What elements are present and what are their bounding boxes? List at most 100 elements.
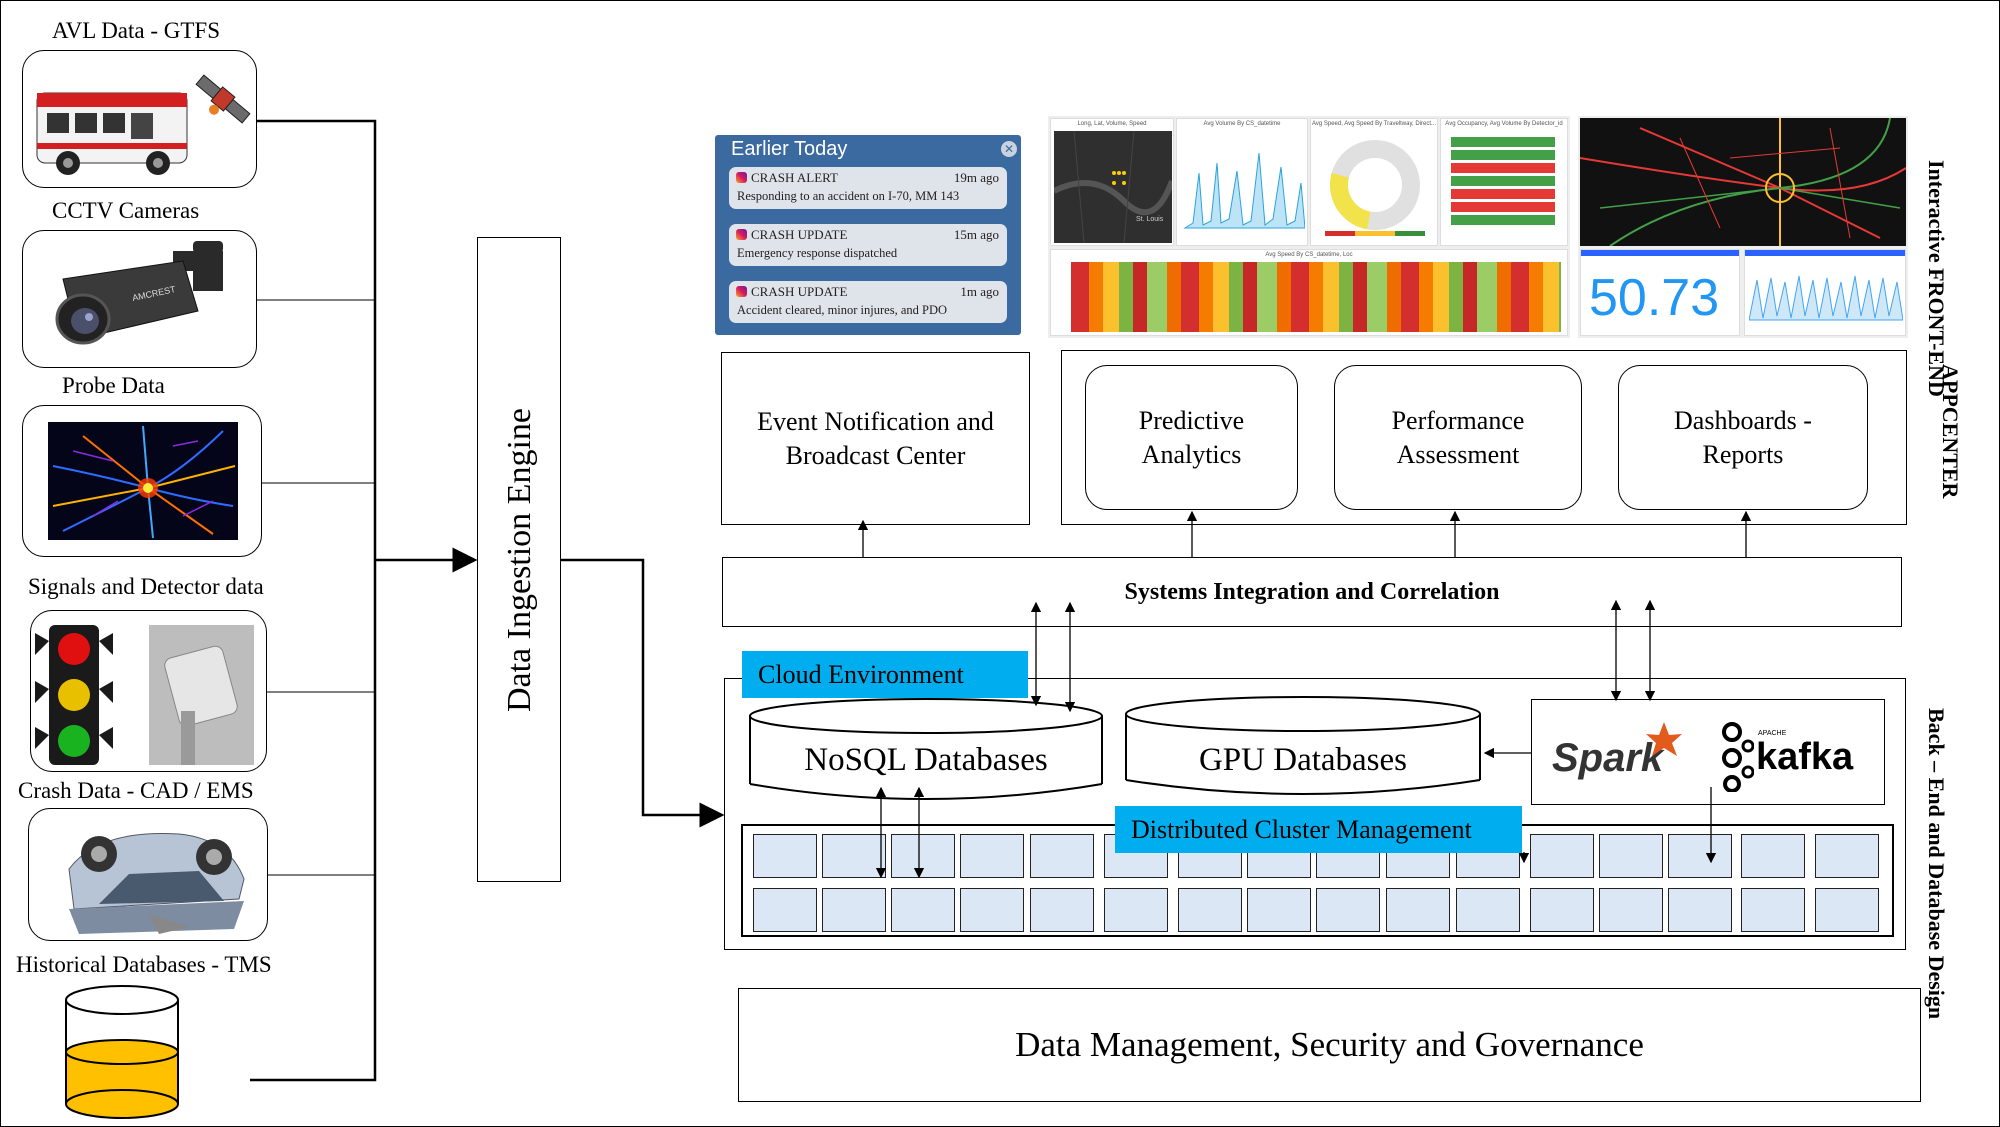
cluster-management-label: Distributed Cluster Management <box>1115 806 1522 853</box>
source-cctv-image: AMCREST <box>22 230 257 368</box>
layer-label-frontend: Interactive FRONT-END <box>1924 160 1949 397</box>
cluster-node <box>753 834 817 878</box>
timeseries-panel <box>1744 249 1906 336</box>
cluster-node <box>960 834 1024 878</box>
cluster-node <box>1815 834 1879 878</box>
cluster-node <box>1530 888 1594 932</box>
occupancy-chart-panel: Avg Occupancy, Avg Volume By Detector_id <box>1440 118 1568 246</box>
notification-panel: Earlier Today ✕ CRASH ALERT 19m ago Resp… <box>715 135 1021 335</box>
bus-satellite-icon <box>36 74 251 175</box>
cluster-node <box>822 888 886 932</box>
data-ingestion-engine: Data Ingestion Engine <box>477 237 561 882</box>
kafka-icon <box>1722 722 1754 792</box>
source-label-signals: Signals and Detector data <box>28 574 264 599</box>
spark-kafka-box: Spark APACHE kafka <box>1531 699 1885 805</box>
svg-text:St. Louis: St. Louis <box>1136 216 1164 223</box>
dashboards-label: Dashboards - Reports <box>1674 405 1812 469</box>
performance-assessment: Performance Assessment <box>1334 365 1582 510</box>
source-label-crash: Crash Data - CAD / EMS <box>18 778 254 803</box>
cluster-node <box>1456 888 1520 932</box>
spark-star-icon <box>1646 722 1682 756</box>
cluster-node <box>822 834 886 878</box>
crashed-car-icon <box>68 832 245 934</box>
cluster-node <box>1741 888 1805 932</box>
source-label-probe: Probe Data <box>62 373 165 398</box>
source-crash-image <box>28 808 268 941</box>
notification-title: CRASH ALERT <box>751 170 838 185</box>
notification-body: Responding to an accident on I-70, MM 14… <box>737 189 960 203</box>
source-label-cctv: CCTV Cameras <box>52 198 200 223</box>
dashboard-screenshot-right: 50.73 <box>1578 116 1908 338</box>
volume-chart-panel: Avg Volume By CS_datetime <box>1176 118 1308 246</box>
donut-chart-panel: Avg Speed, Avg Speed By Traveltway, Dire… <box>1310 118 1438 246</box>
heatmap-panel: Avg Speed By CS_datetime, Loc <box>1050 249 1568 336</box>
source-signals-image <box>30 610 267 772</box>
cluster-node <box>1668 834 1732 878</box>
traffic-signal-icon <box>35 625 254 765</box>
gpu-database-icon <box>1125 696 1481 795</box>
notification-item[interactable]: CRASH ALERT 19m ago Responding to an acc… <box>729 167 1007 209</box>
cluster-node <box>1178 888 1242 932</box>
cluster-node <box>960 888 1024 932</box>
cluster-node <box>1386 888 1450 932</box>
cluster-node <box>1530 834 1594 878</box>
event-notification-center: Event Notification and Broadcast Center <box>721 352 1030 525</box>
cluster-node <box>1815 888 1879 932</box>
cctv-camera-icon: AMCREST <box>55 241 223 345</box>
notification-time: 15m ago <box>953 227 999 242</box>
metric-panel: 50.73 <box>1580 249 1740 336</box>
close-icon[interactable]: ✕ <box>1001 141 1017 157</box>
dashboards-reports: Dashboards - Reports <box>1618 365 1868 510</box>
source-probe-image <box>22 405 262 557</box>
source-avl-image <box>22 50 257 188</box>
notification-body: Emergency response dispatched <box>737 246 898 260</box>
cloud-environment-label: Cloud Environment <box>742 651 1028 698</box>
cluster-node <box>891 888 955 932</box>
notification-title: CRASH UPDATE <box>751 227 848 242</box>
app-icon <box>736 286 747 297</box>
notification-header: Earlier Today <box>731 138 848 160</box>
cluster-node <box>753 888 817 932</box>
gpu-label: GPU Databases <box>1198 742 1408 778</box>
layer-label-appcenter: APPCENTER <box>1938 364 1963 499</box>
cluster-node <box>1104 888 1168 932</box>
traffic-map-panel <box>1579 117 1907 247</box>
predictive-analytics: Predictive Analytics <box>1085 365 1298 510</box>
app-icon <box>736 229 747 240</box>
notification-item[interactable]: CRASH UPDATE 15m ago Emergency response … <box>729 224 1007 266</box>
kafka-logo: kafka <box>1756 736 1854 778</box>
app-icon <box>736 172 747 183</box>
notification-time: 1m ago <box>960 284 999 299</box>
data-governance: Data Management, Security and Governance <box>738 988 1921 1102</box>
cluster-node <box>1247 888 1311 932</box>
systems-integration: Systems Integration and Correlation <box>722 557 1902 627</box>
nosql-database-icon <box>749 698 1103 800</box>
historical-database-icon <box>65 985 179 1119</box>
performance-label: Performance Assessment <box>1391 405 1525 469</box>
systems-integration-label: Systems Integration and Correlation <box>1124 578 1500 605</box>
data-governance-label: Data Management, Security and Governance <box>1015 1025 1644 1064</box>
spark-logo: Spark <box>1552 736 1664 780</box>
notification-time: 19m ago <box>953 170 999 185</box>
notification-item[interactable]: CRASH UPDATE 1m ago Accident cleared, mi… <box>729 281 1007 323</box>
probe-map-icon <box>48 422 238 540</box>
kafka-apache-label: APACHE <box>1758 730 1787 737</box>
cluster-node <box>1741 834 1805 878</box>
layer-label-backend: Back – End and Database Design <box>1924 708 1949 1020</box>
cluster-node <box>1668 888 1732 932</box>
nosql-label: NoSQL Databases <box>804 742 1048 778</box>
dashboard-screenshot: Long, Lat, Volume, Speed St. Louis Avg V… <box>1048 116 1570 338</box>
cluster-node <box>1599 834 1663 878</box>
source-label-avl: AVL Data - GTFS <box>52 18 221 43</box>
metric-value: 50.73 <box>1589 269 1720 327</box>
cluster-node <box>1316 888 1380 932</box>
source-label-historical: Historical Databases - TMS <box>16 952 272 977</box>
notification-title: CRASH UPDATE <box>751 284 848 299</box>
cluster-node <box>1030 888 1094 932</box>
cluster-node <box>1599 888 1663 932</box>
event-notification-label: Event Notification and Broadcast Center <box>757 406 994 470</box>
map-panel: Long, Lat, Volume, Speed St. Louis <box>1050 118 1174 246</box>
notification-body: Accident cleared, minor injures, and PDO <box>737 303 948 317</box>
